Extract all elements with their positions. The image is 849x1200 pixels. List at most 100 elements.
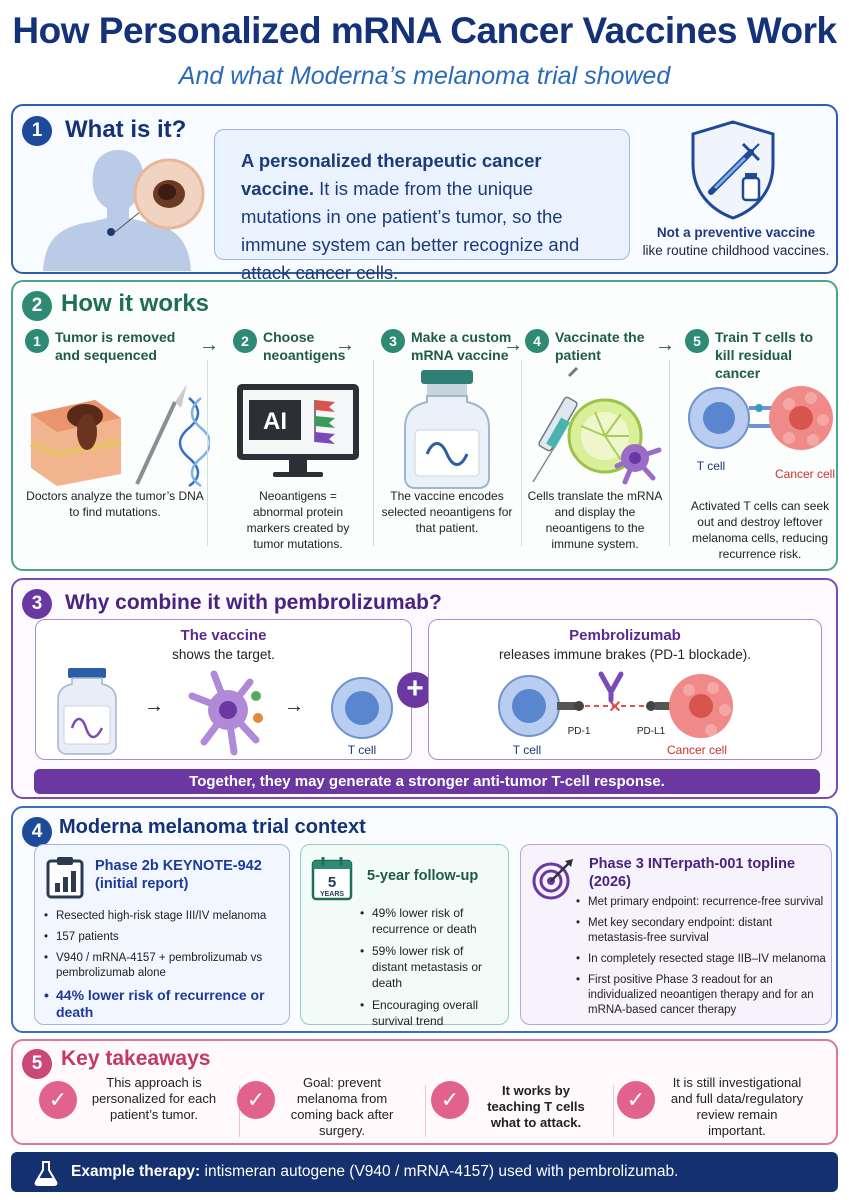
step-number: 1 <box>25 329 49 353</box>
section-heading: What is it? <box>65 116 187 143</box>
takeaway-item: ✓ It works by teaching T cells what to a… <box>431 1075 621 1135</box>
step-title: Train T cells to kill residual cancer <box>715 329 814 381</box>
section-number: 2 <box>22 291 52 321</box>
cancer-cell-label: Cancer cell <box>775 467 835 481</box>
tissue-scalpel-dna-icon <box>29 384 210 488</box>
card-list: Met primary endpoint: recurrence-free su… <box>575 895 827 1024</box>
divider <box>373 360 374 546</box>
arrow-icon: → <box>144 695 164 717</box>
step-description: Activated T cells can seek out and destr… <box>690 499 830 561</box>
list-item: V940 / mRNA-4157 + pembrolizumab vs pemb… <box>43 951 283 981</box>
step-description: Doctors analyze the tumor’s DNA to find … <box>26 489 204 519</box>
divider <box>239 1085 240 1137</box>
section-heading: Why combine it with pembrolizumab? <box>65 591 442 614</box>
check-icon: ✓ <box>431 1081 469 1119</box>
calendar-label: YEARS <box>320 891 344 898</box>
step-number: 2 <box>233 329 257 353</box>
list-item: Encouraging overall survival trend <box>359 997 499 1029</box>
arrow-icon: → <box>199 334 219 356</box>
step-title: Tumor is removed and sequenced <box>55 329 176 363</box>
section-trial-context: 4 Moderna melanoma trial context Phase 2… <box>11 806 838 1033</box>
section-how-it-works: 2 How it works 1 Tumor is removed and se… <box>11 280 838 571</box>
divider <box>669 360 670 546</box>
clipboard-chart-icon <box>46 857 84 899</box>
pembrolizumab-subtitle: releases immune brakes (PD-1 blockade). <box>498 647 752 662</box>
takeaway-item: ✓ It is still investigational and full d… <box>617 1075 827 1138</box>
not-preventive-rest: like routine childhood vaccines. <box>642 243 830 258</box>
tcell-cancer-icon: T cell Cancer cell <box>688 386 835 481</box>
takeaway-text: It works by teaching T cells what to att… <box>487 1083 585 1130</box>
divider <box>521 360 522 546</box>
vaccine-vial-icon <box>404 370 490 489</box>
blocked-x-icon: ✕ <box>608 699 621 716</box>
step-title: Vaccinate the patient <box>555 329 645 363</box>
section-number: 1 <box>22 116 52 146</box>
divider <box>425 1085 426 1137</box>
syringe-cell-icon <box>532 366 662 485</box>
page-subtitle: And what Moderna’s melanoma trial showed <box>178 62 671 90</box>
footer-text: intismeran autogene (V940 / mRNA-4157) u… <box>204 1163 679 1180</box>
section-heading: Key takeaways <box>61 1047 211 1070</box>
step-title: Make a custom mRNA vaccine <box>411 329 512 363</box>
takeaway-text: It is still investigational and full dat… <box>670 1075 804 1138</box>
arrow-icon: → <box>284 695 304 717</box>
card-list: Resected high-risk stage III/IV melanoma… <box>43 909 283 1027</box>
ai-monitor-icon: AI <box>237 384 359 477</box>
tcell-label: T cell <box>697 459 725 473</box>
vaccine-subtitle: shows the target. <box>172 647 275 662</box>
vaccine-box: The vaccine shows the target. → → T cell <box>35 619 412 760</box>
shield-syringe-icon <box>691 120 775 220</box>
step-number: 4 <box>525 329 549 353</box>
vaccine-title: The vaccine <box>180 627 267 644</box>
pembro-tcell-label: T cell <box>513 743 541 757</box>
ai-label: AI <box>263 408 287 435</box>
pd1-blockade-diagram: ✕ T cell PD-1 PD-L1 Cancer cell <box>498 671 733 757</box>
card-list: 49% lower risk of recurrence or death 59… <box>359 905 499 1035</box>
calendar-number: 5 <box>328 874 336 891</box>
not-preventive-bold: Not a preventive vaccine <box>656 225 816 240</box>
check-icon: ✓ <box>617 1081 655 1119</box>
divider <box>207 360 208 546</box>
section-key-takeaways: 5 Key takeaways ✓ This approach is perso… <box>11 1039 838 1145</box>
step-5: 5 Train T cells to kill residual cancer … <box>685 326 835 561</box>
divider <box>613 1085 614 1137</box>
definition-body: It is made from the unique mutations in … <box>241 178 580 283</box>
calendar-icon: 5 YEARS <box>311 857 353 901</box>
step-4: 4 Vaccinate the patient Cells translate … <box>525 326 665 558</box>
flask-icon <box>34 1161 58 1186</box>
patient-illustration <box>43 150 205 271</box>
arrow-icon: → <box>655 334 675 356</box>
step-description: Cells translate the mRNA and display the… <box>527 489 663 551</box>
section-number: 5 <box>22 1049 52 1079</box>
section-why-combine: 3 Why combine it with pembrolizumab? The… <box>11 578 838 799</box>
definition-box: A personalized therapeutic cancer vaccin… <box>214 129 630 283</box>
pd1-label: PD-1 <box>568 726 591 737</box>
vaccine-to-tcell-diagram: → → T cell <box>57 668 393 757</box>
definition-lead: A personalized therapeutic cancer vaccin… <box>241 150 542 199</box>
card-title: Phase 2b KEYNOTE-942 (initial report) <box>95 858 262 892</box>
step-description: The vaccine encodes selected neoantigens… <box>381 489 513 535</box>
takeaway-item: ✓ Goal: prevent melanoma from coming bac… <box>237 1075 427 1138</box>
step-3: 3 Make a custom mRNA vaccine The vaccine… <box>381 326 513 558</box>
takeaway-item: ✓ This approach is personalized for each… <box>39 1075 229 1135</box>
step-description: Neoantigens = abnormal protein markers c… <box>246 489 350 551</box>
step-title: Choose neoantigens <box>263 329 346 363</box>
step-number: 3 <box>381 329 405 353</box>
takeaway-text: This approach is personalized for each p… <box>91 1075 217 1122</box>
list-item: First positive Phase 3 readout for an in… <box>575 973 827 1018</box>
takeaway-text: Goal: prevent melanoma from coming back … <box>290 1075 394 1138</box>
check-icon: ✓ <box>39 1081 77 1119</box>
section-heading: How it works <box>61 290 210 317</box>
pembrolizumab-box: Pembrolizumab releases immune brakes (PD… <box>428 619 822 760</box>
list-item: Met key secondary endpoint: distant meta… <box>575 916 827 946</box>
list-item: Resected high-risk stage III/IV melanoma <box>43 909 283 924</box>
highlight-item: 44% lower risk of recurrence or death <box>43 987 283 1021</box>
arrow-icon: → <box>335 334 355 356</box>
arrow-icon: → <box>503 334 523 356</box>
list-item: 157 patients <box>43 930 283 945</box>
footer-label: Example therapy: <box>71 1163 201 1180</box>
together-banner: Together, they may generate a stronger a… <box>34 769 820 794</box>
page-title: How Personalized mRNA Cancer Vaccines Wo… <box>12 10 837 51</box>
step-number: 5 <box>685 329 709 353</box>
plus-icon: + <box>397 672 433 708</box>
